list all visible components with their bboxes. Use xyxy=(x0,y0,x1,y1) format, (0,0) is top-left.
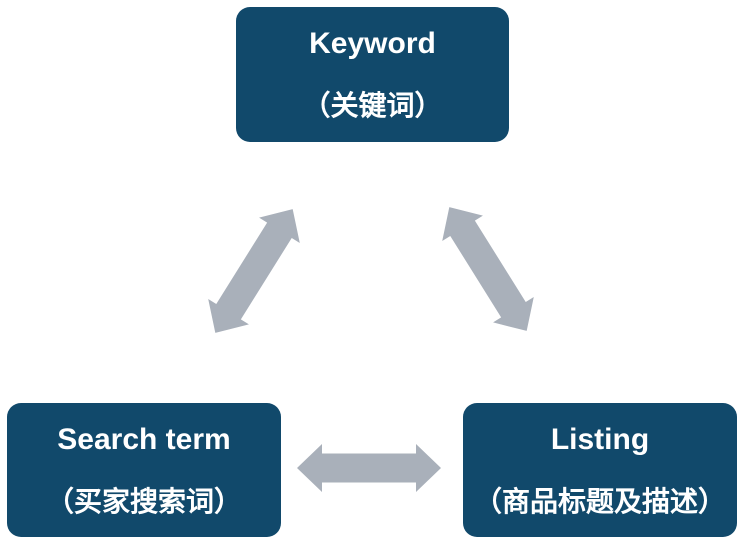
double-arrow-searchterm-listing-icon xyxy=(297,444,441,492)
node-listing: Listing （商品标题及描述） xyxy=(463,403,737,537)
double-arrow-keyword-searchterm-icon xyxy=(208,209,300,333)
node-search-term: Search term （买家搜索词） xyxy=(7,403,281,537)
node-listing-subtitle: （商品标题及描述） xyxy=(473,485,726,517)
double-arrow-shape xyxy=(297,444,441,492)
node-keyword: Keyword （关键词） xyxy=(236,7,509,142)
double-arrow-shape xyxy=(208,209,300,333)
node-search-term-title: Search term xyxy=(57,422,231,456)
double-arrow-keyword-listing-icon xyxy=(442,207,534,331)
node-listing-title: Listing xyxy=(550,422,650,456)
node-search-term-subtitle: （买家搜索词） xyxy=(45,485,242,517)
double-arrow-shape xyxy=(442,207,534,331)
node-keyword-subtitle: （关键词） xyxy=(302,90,443,121)
node-keyword-title: Keyword xyxy=(309,27,436,60)
